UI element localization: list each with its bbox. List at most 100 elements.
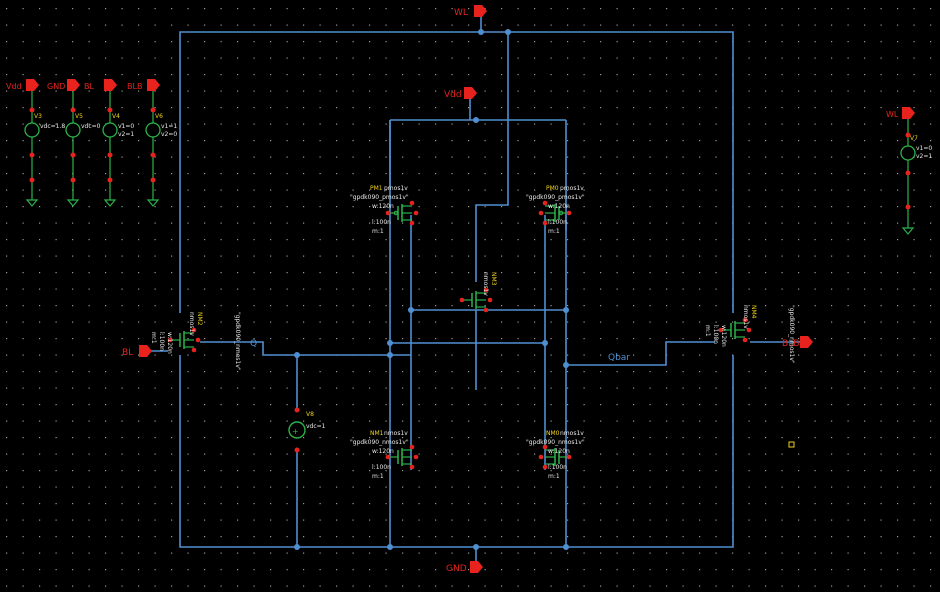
transistor-model: "gpdk090_nmos1v"	[350, 439, 409, 446]
transistor-type: nmos1v	[384, 430, 408, 437]
pin-v_gnd-label: GND	[47, 82, 65, 91]
source-v4[interactable]: BL V4 v1=0v2=1	[84, 79, 134, 207]
transistor-m: m:1	[704, 325, 711, 337]
source-name: V3	[34, 113, 42, 120]
pins: WL Vdd GND BL BLB	[122, 5, 813, 574]
wire-gnd-frame[interactable]	[179, 355, 734, 548]
source-param: v2=1	[118, 131, 134, 138]
source-name: V7	[910, 135, 918, 142]
pin-v_gnd[interactable]	[67, 79, 80, 91]
pin-vdd-top-label: Vdd	[444, 90, 462, 100]
source-param: v1=0	[118, 123, 134, 130]
junctions	[294, 29, 569, 550]
transistor-type: nmos1v	[560, 430, 584, 437]
transistor-w: w:120n	[548, 448, 570, 455]
pin-v_blb-label: BLB	[127, 82, 142, 91]
source-v7[interactable]: WL V7 v1=0v2=1	[886, 107, 932, 235]
transistor-type: pmos1v	[384, 185, 408, 192]
transistor-m: m:1	[372, 473, 384, 480]
transistor-model: "gpdk090_pmos1v"	[350, 194, 409, 201]
transistor-type: nmos1v	[188, 312, 195, 336]
cursor-marker	[788, 441, 795, 448]
source-v6[interactable]: BLB V6 v1=1v2=0	[127, 79, 177, 207]
transistor-type: nmos1v	[742, 305, 749, 329]
transistor-l: l:100n	[548, 219, 567, 226]
source-v8-param: vdc=1	[306, 423, 326, 430]
transistor-m: m:1	[548, 473, 560, 480]
transistor-w: w:120n	[720, 325, 727, 347]
transistor-name: PM0	[546, 185, 559, 192]
transistor-name: PM1	[370, 185, 383, 192]
transistor-name: NM3	[490, 272, 497, 286]
wire-wl-frame[interactable]	[179, 31, 734, 313]
source-v8-sign: +	[292, 427, 299, 436]
transistor-w: w:120n	[372, 448, 394, 455]
wire-q[interactable]	[200, 341, 411, 356]
transistor-name: NM2	[196, 312, 203, 326]
pin-bl-left-label: BL	[122, 348, 133, 358]
source-param: v2=1	[916, 153, 932, 160]
transistor-name: NM4	[750, 305, 757, 319]
pin-v_vdd[interactable]	[26, 79, 39, 91]
net-label-q: Q	[250, 339, 257, 349]
wire-wl-mid[interactable]	[475, 32, 509, 282]
transistor-l: l:100n	[548, 464, 567, 471]
source-v5[interactable]: GND V5 vdc=0	[47, 79, 101, 207]
pin-v_blb[interactable]	[147, 79, 160, 91]
wire-qbar[interactable]	[566, 341, 715, 366]
transistor-w: w:120n	[166, 332, 173, 354]
transistor-l: l:100n	[712, 325, 719, 344]
transistor-w: w:120n	[372, 203, 394, 210]
transistor-model: "gpdk090_nmos1v"	[526, 439, 585, 446]
source-param: v1=0	[916, 145, 932, 152]
transistor-model: "gpdk090_nmos1v"	[234, 312, 241, 371]
pin-vdd-top[interactable]: Vdd	[444, 87, 477, 100]
source-name: V5	[75, 113, 83, 120]
transistor-model: "gpdk090_pmos1v"	[526, 194, 585, 201]
transistor-name: NM0	[546, 430, 560, 437]
pin-v_bl-label: BL	[84, 82, 94, 91]
pin-wl-src[interactable]	[902, 107, 915, 119]
pin-v_vdd-label: Vdd	[6, 82, 22, 91]
transistor-m: m:1	[372, 228, 384, 235]
pin-gnd-bottom-label: GND	[446, 564, 467, 574]
voltage-sources: VddV3vdc=1.8GNDV5vdc=0BLV4v1=0v2=1BLBV6v…	[6, 79, 932, 235]
source-v8[interactable]: + V8 vdc=1	[288, 407, 326, 453]
pin-wl-src-label: WL	[886, 110, 899, 119]
pin-wl-top-label: WL	[454, 8, 468, 18]
source-param: v1=1	[161, 123, 177, 130]
pin-bl-left[interactable]: BL	[122, 345, 152, 358]
transistor-model: "gpdk090_nmos1v"	[788, 305, 795, 364]
pin-gnd-bottom[interactable]: GND	[446, 561, 483, 574]
transistor-type: nmos1v	[482, 272, 489, 296]
transistor-l: l:100n	[372, 464, 391, 471]
net-label-qbar: Qbar	[608, 353, 630, 363]
transistor-type: pmos1v	[560, 185, 584, 192]
transistor-w: w:120n	[548, 203, 570, 210]
transistor-l: l:100n	[372, 219, 391, 226]
pin-blb-right[interactable]: BLB	[782, 336, 813, 349]
pin-v_bl[interactable]	[104, 79, 117, 91]
transistor-m: m:1	[548, 228, 560, 235]
transistor-l: l:100n	[158, 332, 165, 351]
source-param: v2=0	[161, 131, 177, 138]
source-param: vdc=1.8	[40, 123, 65, 130]
source-name: V4	[112, 113, 120, 120]
source-param: vdc=0	[81, 123, 101, 130]
source-v8-name: V8	[306, 411, 314, 418]
wires	[150, 14, 800, 566]
pin-blb-right-label: BLB	[782, 339, 799, 349]
transistor-m: m:1	[150, 332, 157, 344]
source-name: V6	[155, 113, 163, 120]
pin-wl-top[interactable]: WL	[454, 5, 487, 18]
